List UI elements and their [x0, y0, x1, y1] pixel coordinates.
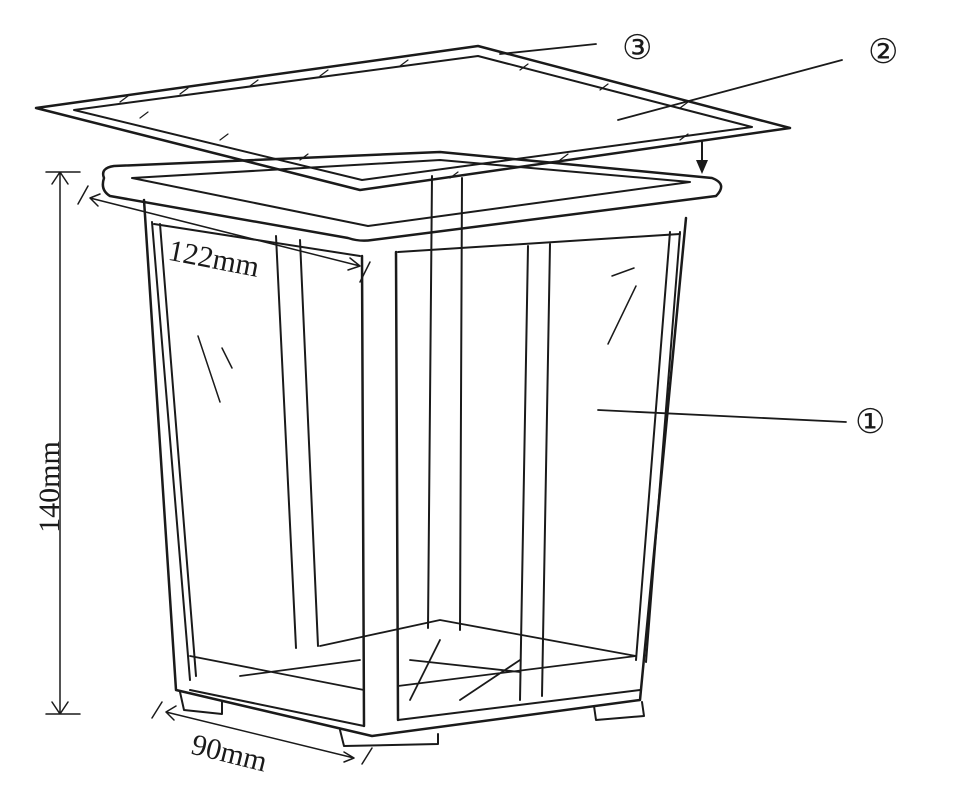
callout-2-lid-panel: ②	[868, 34, 899, 71]
lid	[34, 44, 792, 192]
leader-lines	[499, 43, 847, 423]
assembly-arrow	[696, 141, 708, 174]
callout-1-pot-body: ①	[855, 404, 886, 441]
callout-3-lid-rim: ③	[622, 30, 653, 67]
height-label: 140mm	[33, 441, 66, 533]
pot-rim	[101, 150, 723, 242]
dimension-lines	[45, 171, 373, 765]
